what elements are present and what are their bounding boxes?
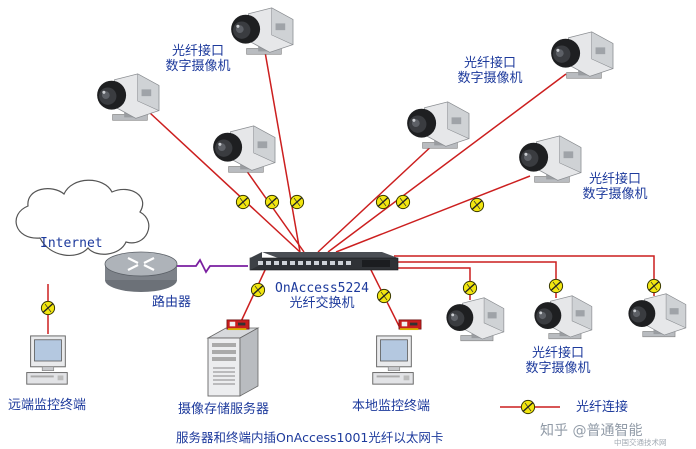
switch-label: OnAccess5224 光纤交换机 <box>272 281 372 311</box>
camera-icon-8 <box>533 295 593 340</box>
router-label: 路由器 <box>152 295 192 310</box>
fiber-link-camera-6 <box>335 175 531 253</box>
fiber-connector-icon <box>235 194 251 210</box>
camera-icon-1 <box>230 7 294 55</box>
camera-label-line2: 数字摄像机 <box>457 71 523 86</box>
tower-server-icon <box>206 327 260 397</box>
fiber-link-camera-3 <box>245 169 305 253</box>
watermark-sub: 中国交通技术网 <box>614 438 667 447</box>
camera-icon-7 <box>445 297 505 342</box>
network-switch-icon <box>249 252 399 271</box>
camera-icon-2 <box>96 73 160 121</box>
camera-label-bottom: 光纤接口 数字摄像机 <box>518 346 598 376</box>
storage-server-label: 摄像存储服务器 <box>178 402 270 417</box>
fiber-link-camera-2 <box>149 112 301 253</box>
computer-terminal-icon-remote <box>26 335 68 385</box>
fiber-link-camera-1 <box>263 45 301 253</box>
footer-note: 服务器和终端内插OnAccess1001光纤以太网卡 <box>176 430 444 445</box>
camera-label-line1: 光纤接口 <box>171 44 224 59</box>
fiber-connector-icon <box>395 194 411 210</box>
camera-label-right: 光纤接口 数字摄像机 <box>575 172 655 202</box>
fiber-connector-icon <box>646 278 662 294</box>
camera-icon-4 <box>406 101 470 149</box>
camera-label-top-left: 光纤接口 数字摄像机 <box>158 44 238 74</box>
camera-label-line1: 光纤接口 <box>463 56 516 71</box>
remote-terminal-label: 远端监控终端 <box>8 398 87 413</box>
cloud-icon <box>15 179 150 256</box>
camera-label-line1: 光纤接口 <box>588 172 641 187</box>
router-icon <box>104 251 178 292</box>
camera-label-line2: 数字摄像机 <box>582 187 648 202</box>
fiber-link-camera-7 <box>382 267 471 300</box>
local-terminal-label: 本地监控终端 <box>352 399 431 414</box>
fiber-connector-icon <box>40 300 56 316</box>
camera-label-line2: 数字摄像机 <box>165 59 231 74</box>
computer-terminal-icon-local <box>372 335 414 385</box>
camera-icon-3 <box>212 125 276 173</box>
fiber-nic-card-icon-server <box>226 319 250 331</box>
camera-label-line1: 光纤接口 <box>531 346 584 361</box>
camera-icon-5 <box>550 31 614 79</box>
switch-name-label: 光纤交换机 <box>289 296 355 311</box>
fiber-connector-icon <box>264 194 280 210</box>
fiber-connector-icon <box>375 194 391 210</box>
fiber-connector-icon <box>376 288 392 304</box>
fiber-connector-icon <box>548 278 564 294</box>
legend <box>500 399 560 415</box>
fiber-connector-icon <box>462 280 478 296</box>
camera-label-top-right: 光纤接口 数字摄像机 <box>450 56 530 86</box>
fiber-connector-icon <box>469 197 485 213</box>
fiber-nic-card-icon-local <box>398 319 422 331</box>
fiber-link-camera-5 <box>327 73 567 253</box>
camera-label-line2: 数字摄像机 <box>525 361 591 376</box>
switch-model-label: OnAccess5224 <box>275 281 369 296</box>
internet-label: Internet <box>40 236 103 251</box>
fiber-connector-icon <box>289 194 305 210</box>
legend-connector-icon <box>520 399 536 415</box>
fiber-connector-icon <box>250 282 266 298</box>
router-switch-link <box>176 258 248 274</box>
watermark: 知乎 @普通智能 <box>540 423 643 439</box>
fiber-link-camera-4 <box>317 141 437 253</box>
camera-icon-6 <box>518 135 582 183</box>
legend-fiber-label: 光纤连接 <box>576 400 629 415</box>
fiber-link-server <box>237 267 267 329</box>
camera-icon-9 <box>627 293 687 338</box>
